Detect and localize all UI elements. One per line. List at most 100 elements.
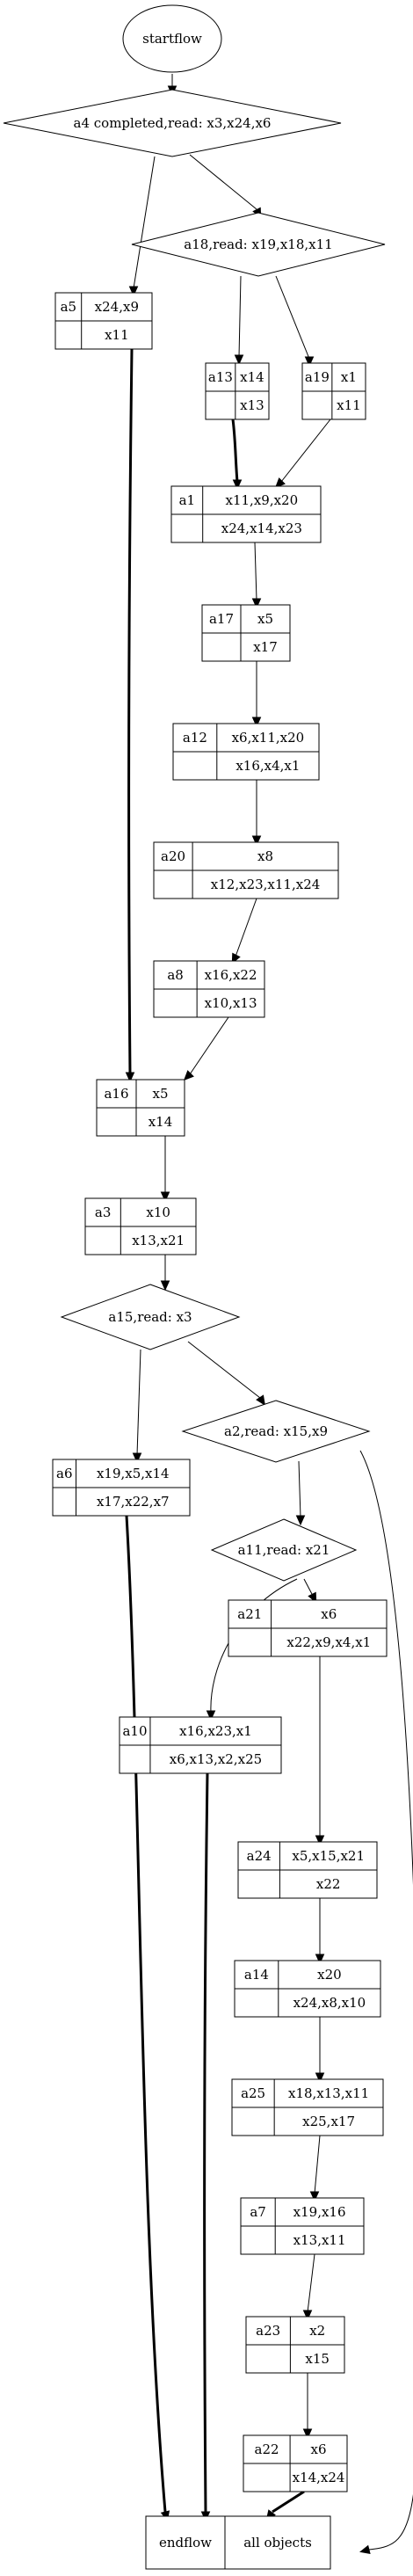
flow-edge: [280, 418, 331, 483]
record-read-vars: x24,x9: [95, 299, 139, 315]
record-name: a3: [95, 1204, 112, 1220]
record-name: a10: [122, 1723, 147, 1739]
decision-label: a4 completed,read: x3,x24,x6: [74, 115, 272, 131]
record-read-vars: x6,x11,x20: [232, 730, 305, 746]
record-write-vars: x10,x13: [205, 995, 257, 1011]
arrowhead-icon: [274, 477, 286, 489]
record-write-vars: x17,x22,x7: [97, 1494, 170, 1510]
arrowhead-icon: [304, 356, 315, 367]
arrowhead-icon: [251, 835, 262, 847]
decision-label: a15,read: x3: [108, 1309, 192, 1325]
arrowhead-icon: [234, 354, 244, 366]
record-write-vars: x17: [253, 639, 278, 655]
record-read-vars: x19,x16: [293, 2204, 346, 2220]
record-write-vars: x13: [240, 397, 264, 413]
record-write-vars: x13,x21: [132, 1233, 185, 1248]
record-name: a8: [167, 967, 184, 983]
record-write-vars: x16,x4,x1: [235, 758, 300, 774]
record-read-vars: x5: [257, 611, 273, 627]
record-read-vars: x8: [257, 848, 273, 864]
record-name: a24: [247, 1848, 272, 1864]
record-name: a17: [209, 611, 234, 627]
flow-edge: [314, 2135, 321, 2194]
decision-a15: a15,read: x3: [60, 1284, 241, 1350]
record-node-a13: a13 x14 x13: [205, 362, 270, 420]
decision-diamond: [3, 89, 342, 157]
decision-a2: a2,read: x15,x9: [181, 1400, 371, 1463]
flow-edge: [125, 1515, 167, 2513]
arrowhead-icon: [315, 1954, 325, 1965]
record-name: a5: [61, 299, 77, 315]
arrowhead-icon: [183, 1070, 194, 1081]
decision-diamond: [60, 1284, 241, 1350]
flow-edge: [231, 418, 239, 483]
record-name: a6: [56, 1466, 73, 1481]
start-ellipse: [122, 4, 222, 73]
record-name: a14: [244, 1967, 269, 1983]
flow-edge: [203, 1772, 209, 2513]
record-node-a17: a17 x5 x17: [201, 604, 291, 662]
decision-label: a18,read: x19,x18,x11: [184, 236, 332, 252]
record-read-vars: x10: [146, 1204, 170, 1220]
flow-edge: [307, 2253, 315, 2313]
arrowhead-icon: [295, 1515, 306, 1526]
arrowhead-icon: [359, 2544, 371, 2555]
arrowhead-icon: [302, 2428, 313, 2440]
record-read-vars: x5,x15,x21: [292, 1848, 365, 1864]
record-node-a8: a8 x16,x22 x10,x13: [153, 960, 265, 1018]
arrowhead-icon: [128, 286, 139, 297]
record-node-a20: a20 x8 x12,x23,x11,x24: [153, 841, 339, 899]
flow-edge: [275, 275, 310, 360]
arrowhead-icon: [125, 1072, 135, 1083]
arrowhead-icon: [251, 598, 262, 609]
arrowhead-icon: [256, 1394, 266, 1407]
end-objects-label: all objects: [243, 2535, 312, 2551]
flow-edge: [303, 1578, 314, 1597]
arrowhead-icon: [315, 1835, 325, 1846]
flow-edge: [238, 275, 242, 358]
record-name: a22: [255, 2441, 279, 2457]
arrowhead-icon: [206, 1710, 216, 1721]
arrowhead-icon: [302, 2310, 313, 2321]
record-read-vars: x14: [240, 369, 264, 385]
end-box: [145, 2515, 331, 2570]
record-name: a20: [161, 848, 185, 864]
record-write-vars: x12,x23,x11,x24: [211, 877, 321, 892]
record-write-vars: x24,x8,x10: [293, 1995, 366, 2011]
decision-label: a2,read: x15,x9: [224, 1423, 328, 1439]
record-name: a19: [305, 369, 330, 385]
flow-edge: [133, 156, 156, 289]
arrowhead-icon: [160, 1280, 170, 1292]
record-name: a13: [208, 369, 233, 385]
record-write-vars: x6,x13,x2,x25: [170, 1751, 262, 1767]
flow-edge: [298, 1460, 301, 1518]
decision-a18: a18,read: x19,x18,x11: [131, 212, 386, 277]
start-node: startflow: [122, 4, 222, 73]
record-write-vars: x25,x17: [302, 2114, 355, 2129]
record-read-vars: x16,x22: [205, 967, 257, 983]
end-node: endflow all objects: [145, 2515, 331, 2570]
end-label: endflow: [159, 2535, 212, 2551]
record-read-vars: x2: [309, 2323, 325, 2339]
flow-edge: [189, 1016, 229, 1075]
start-label: startflow: [142, 31, 202, 47]
arrowhead-icon: [160, 1191, 170, 1203]
record-read-vars: x5: [152, 1086, 168, 1102]
arrowhead-icon: [232, 479, 243, 491]
edges: [125, 74, 413, 2555]
arrowhead-icon: [132, 1452, 142, 1464]
flow-edge: [254, 542, 257, 601]
